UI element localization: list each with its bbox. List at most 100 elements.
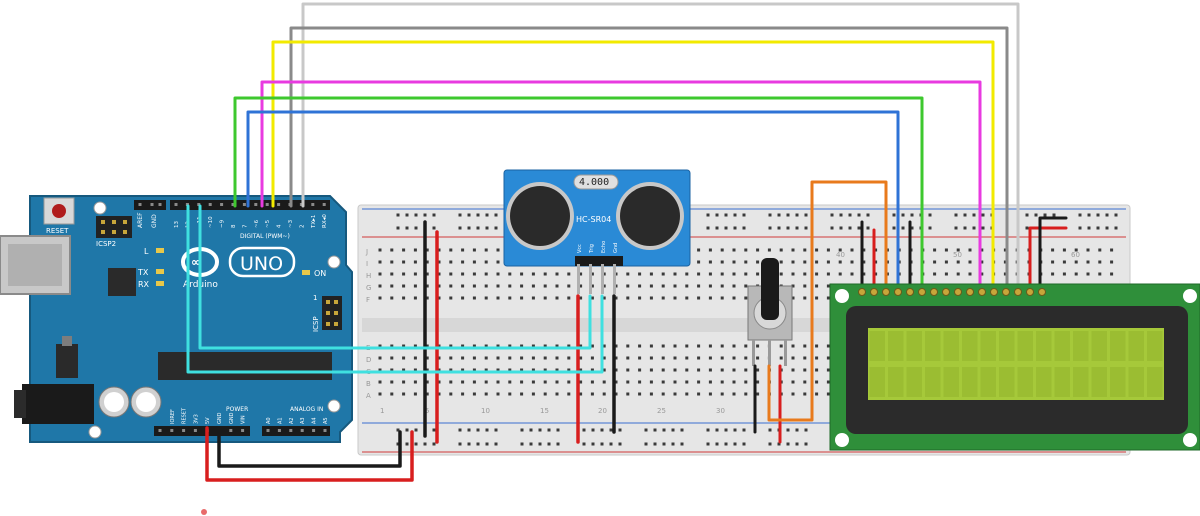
digital-pin	[299, 203, 303, 206]
digital-pin-label: ~5	[265, 219, 271, 228]
breadboard-hole	[1098, 272, 1102, 276]
breadboard-hole	[779, 356, 783, 360]
breadboard-hole	[779, 248, 783, 252]
rail-hole	[795, 428, 799, 432]
lcd-character-cells	[869, 331, 1163, 397]
svg-text:Trig: Trig	[589, 244, 595, 254]
crystal	[573, 174, 619, 190]
rail-hole	[777, 213, 781, 217]
rail-hole	[804, 428, 808, 432]
breadboard-hole	[555, 272, 559, 276]
svg-text:Echo: Echo	[601, 241, 607, 253]
breadboard-hole	[720, 284, 724, 288]
breadboard-hole	[437, 284, 441, 288]
breadboard-hole	[484, 260, 488, 264]
breadboard-hole	[826, 272, 830, 276]
breadboard-hole	[779, 260, 783, 264]
rail-hole	[786, 428, 790, 432]
breadboard-hole	[590, 284, 594, 288]
rail-hole	[538, 442, 542, 446]
breadboard-hole	[720, 272, 724, 276]
breadboard-hole	[567, 356, 571, 360]
breadboard-hole	[590, 356, 594, 360]
col-number: 20	[598, 407, 607, 415]
breadboard-hole	[708, 380, 712, 384]
breadboard-hole	[378, 392, 382, 396]
breadboard-hole	[567, 344, 571, 348]
rail-hole	[653, 442, 657, 446]
power-pin-label: IOREF	[170, 409, 176, 424]
lcd-pin	[906, 288, 914, 296]
rail-hole	[972, 226, 976, 230]
breadboard-hole	[567, 272, 571, 276]
breadboard-hole	[496, 368, 500, 372]
rail-hole	[396, 428, 400, 432]
reset-button[interactable]	[43, 197, 75, 225]
sensor-pin-labels: Vcc Trig Echo Gnd	[577, 241, 619, 254]
rail-hole	[715, 428, 719, 432]
lcd-cell	[1147, 331, 1163, 361]
rail-hole	[644, 442, 648, 446]
breadboard-hole	[531, 296, 535, 300]
digital-pin	[208, 203, 212, 206]
wire-red-5v	[205, 426, 414, 482]
breadboard-hole	[602, 368, 606, 372]
breadboard-hole	[697, 296, 701, 300]
rail-hole	[485, 428, 489, 432]
breadboard-hole	[1110, 272, 1114, 276]
rail-hole	[795, 213, 799, 217]
wire-red-backlight	[1028, 226, 1068, 294]
breadboard-hole	[874, 248, 878, 252]
digital-pin	[220, 203, 224, 206]
rail-hole	[1096, 226, 1100, 230]
breadboard-hole	[638, 296, 642, 300]
wire-black-backlight	[1038, 216, 1068, 294]
rail-hole	[830, 226, 834, 230]
wire-white	[301, 2, 1020, 292]
wire-blue	[246, 110, 900, 292]
breadboard-hole	[496, 392, 500, 396]
rail-hole	[485, 226, 489, 230]
ultrasonic-sensor: 4.000 HC-SR04 Vcc Trig Echo Gnd	[503, 169, 691, 294]
breadboard-hole	[1051, 260, 1055, 264]
lcd-cell	[980, 367, 996, 397]
breadboard-hole	[461, 260, 465, 264]
breadboard-hole	[673, 344, 677, 348]
digital-pin-label: 7	[242, 224, 248, 228]
lcd-pin	[1002, 288, 1010, 296]
lcd-cell	[1017, 367, 1033, 397]
rail-hole	[768, 226, 772, 230]
breadboard-hole	[402, 356, 406, 360]
rail-hole	[777, 226, 781, 230]
rail-hole	[494, 428, 498, 432]
atmega-chip	[158, 352, 332, 380]
breadboard-hole	[413, 248, 417, 252]
breadboard-hole	[413, 344, 417, 348]
col-number: 40	[836, 251, 845, 259]
potentiometer[interactable]	[747, 258, 793, 366]
breadboard-hole	[1003, 272, 1007, 276]
rail-hole	[706, 213, 710, 217]
row-letter: I	[366, 260, 368, 268]
breadboard-hole	[590, 392, 594, 396]
breadboard-hole	[590, 272, 594, 276]
breadboard-hole	[685, 356, 689, 360]
breadboard-hole	[543, 392, 547, 396]
breadboard-hole	[732, 248, 736, 252]
breadboard-hole	[720, 248, 724, 252]
breadboard-hole	[815, 248, 819, 252]
breadboard-hole	[862, 260, 866, 264]
power-pin	[182, 429, 186, 432]
breadboard-hole	[803, 380, 807, 384]
rail-hole	[901, 226, 905, 230]
rail-hole	[662, 428, 666, 432]
breadboard-hole	[815, 356, 819, 360]
breadboard-hole	[461, 368, 465, 372]
breadboard-hole	[980, 272, 984, 276]
breadboard-hole	[968, 260, 972, 264]
col-number: 30	[716, 407, 725, 415]
breadboard-hole	[543, 296, 547, 300]
breadboard-hole	[602, 296, 606, 300]
breadboard-hole	[402, 368, 406, 372]
breadboard-hole	[779, 344, 783, 348]
